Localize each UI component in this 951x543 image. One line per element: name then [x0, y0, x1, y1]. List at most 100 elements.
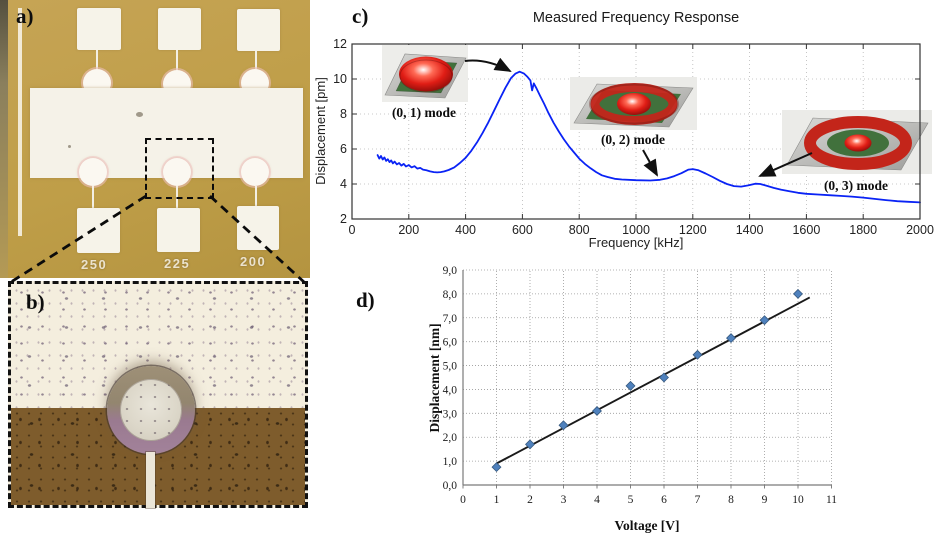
panel-a-chip-photo: 250 225 200 [0, 0, 310, 278]
metal-trace [255, 186, 257, 206]
freq-yaxis-label: Displacement [pm] [313, 77, 328, 185]
ytick-label: 5,0 [443, 361, 458, 373]
xtick-label: 600 [512, 223, 533, 237]
dv-ytick-labels: 0,0 1,0 2,0 3,0 4,0 5,0 6,0 7,0 8,0 9,0 [443, 265, 458, 492]
xtick-label: 2 [527, 494, 533, 506]
dv-yaxis-label: Displacement [nm] [427, 323, 442, 432]
data-point-diamond [659, 372, 669, 383]
ytick-label: 4,0 [443, 384, 458, 396]
ytick-label: 6 [340, 142, 347, 156]
ytick-label: 1,0 [443, 456, 458, 468]
panel-a-letter: a) [16, 4, 34, 28]
xtick-label: 1 [494, 494, 500, 506]
mode-01-label: (0, 1) mode [392, 105, 456, 120]
ytick-label: 10 [333, 72, 347, 86]
membrane-ring [107, 366, 195, 454]
mode-02-arrow [642, 149, 658, 177]
plot-border [351, 43, 921, 220]
xtick-label: 4 [594, 494, 600, 506]
freq-response-curve [376, 70, 921, 204]
xtick-label: 1000 [622, 223, 650, 237]
chip-edge-strip [0, 0, 8, 278]
data-point-diamond [625, 380, 636, 391]
ytick-label: 9,0 [443, 265, 458, 277]
data-point-diamond [592, 405, 602, 416]
metal-trace [255, 51, 257, 71]
panel-c-letter: c) [352, 4, 369, 28]
freq-xaxis-label: Frequency [kHz] [589, 235, 684, 250]
measured-curve [376, 70, 921, 204]
freq-chart-title: Measured Frequency Response [533, 10, 739, 26]
bond-pad-square [157, 208, 200, 252]
xtick-label: 8 [728, 494, 734, 506]
ytick-label: 2 [340, 212, 347, 226]
mode-02-label: (0, 2) mode [601, 132, 665, 147]
pad-label-200: 200 [240, 254, 267, 269]
membrane-disc [120, 379, 182, 441]
xtick-label: 400 [455, 223, 476, 237]
ytick-label: 8,0 [443, 289, 458, 301]
bond-pad-square [77, 8, 121, 50]
membrane-device-circle [241, 158, 269, 186]
ytick-label: 6,0 [443, 337, 458, 349]
dv-axes [462, 270, 832, 489]
xtick-label: 11 [826, 494, 837, 506]
panel-d-letter: d) [356, 288, 375, 312]
xtick-label: 7 [695, 494, 701, 506]
xtick-label: 9 [762, 494, 768, 506]
ytick-label: 8 [340, 107, 347, 121]
mode-01-inset-image [382, 45, 468, 102]
data-point-diamond [558, 420, 569, 431]
data-point-diamond [759, 315, 770, 326]
panel-b-micrograph [8, 281, 308, 508]
data-point-diamond [726, 333, 736, 344]
mode-03-arrow [758, 152, 813, 177]
panel-b-letter: b) [26, 290, 45, 314]
metal-trace [176, 50, 178, 71]
mode-01-arrow [464, 57, 512, 72]
metal-trace [92, 186, 94, 208]
membrane-feed-trace [146, 452, 155, 508]
xtick-label: 200 [398, 223, 419, 237]
data-point-diamond [491, 462, 502, 473]
mode-03-label: (0, 3) mode [824, 178, 888, 193]
xtick-label: 800 [569, 223, 590, 237]
linear-fit-line [496, 296, 811, 465]
bond-pad-square [237, 206, 279, 250]
pad-label-225: 225 [164, 256, 191, 271]
ytick-label: 7,0 [443, 313, 458, 325]
zoom-region-box [145, 138, 214, 199]
mode-03-inset-image [782, 110, 932, 174]
pad-label-250: 250 [81, 257, 108, 272]
xtick-label: 2000 [906, 223, 934, 237]
xtick-label: 1600 [792, 223, 820, 237]
membrane-device-circle [79, 158, 107, 186]
membrane-device-circle [163, 158, 191, 186]
dust-speck [68, 145, 71, 148]
data-point-diamond [793, 288, 803, 299]
dust-speck [136, 112, 143, 117]
ytick-label: 4 [340, 177, 347, 191]
freq-xtick-labels: 0 200 400 600 800 1000 1200 1400 1600 1800 2000 [349, 223, 934, 237]
ytick-label: 0,0 [443, 480, 458, 492]
metal-trace [96, 50, 98, 71]
panel-c-frequency-response-chart: (0, 1) mode (0, 2) mode (0, 3) mode 0 200… [313, 10, 934, 250]
dv-xaxis-label: Voltage [V] [614, 518, 679, 533]
xtick-label: 1800 [849, 223, 877, 237]
bond-pad-square [237, 9, 280, 51]
xtick-label: 10 [792, 494, 804, 506]
xtick-label: 1200 [679, 223, 707, 237]
chip-edge-line [18, 8, 22, 236]
bond-pad-square [77, 208, 120, 253]
xtick-label: 1400 [736, 223, 764, 237]
ytick-label: 3,0 [443, 408, 458, 420]
xtick-label: 0 [460, 494, 466, 506]
ytick-label: 2,0 [443, 432, 458, 444]
mode-02-inset-image [570, 77, 697, 130]
dv-data-points [491, 288, 803, 473]
xtick-label: 0 [349, 223, 356, 237]
